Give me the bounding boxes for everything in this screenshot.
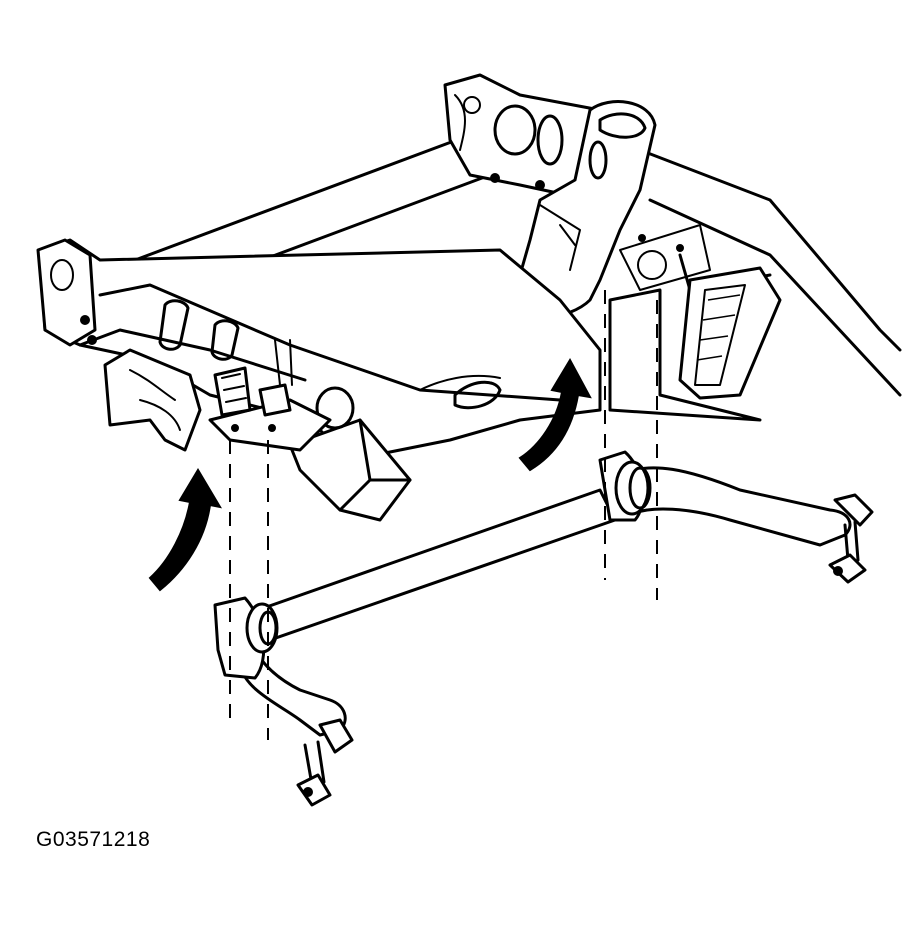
- left-stabilizer-link: [296, 718, 354, 807]
- left-frame-rail: [36, 238, 602, 462]
- left-bushing-clamp: [213, 596, 279, 680]
- lower-rail-box: [288, 418, 412, 522]
- right-stabilizer-link: [828, 493, 874, 584]
- right-bushing-clamp: [598, 450, 652, 522]
- lower-left-mount: [103, 348, 202, 452]
- install-direction-arrow-icon: [148, 468, 223, 592]
- stabilizer-bar: [238, 466, 852, 737]
- right-frame-rail: [608, 148, 902, 422]
- install-direction-arrow-icon: [518, 357, 592, 472]
- figure-code: G03571218: [36, 828, 151, 851]
- left-bushing-bracket-mount: [208, 339, 332, 452]
- alignment-lines: [229, 290, 658, 740]
